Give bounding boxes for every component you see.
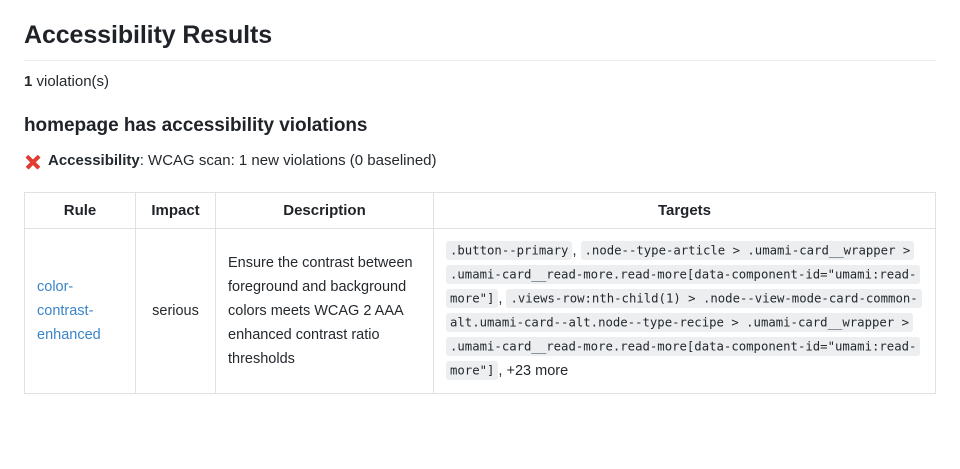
rule-link[interactable]: color-contrast-enhanced — [37, 278, 101, 343]
status-label: Accessibility — [48, 152, 140, 170]
targets-overflow-count: +23 more — [506, 362, 569, 379]
target-selector: .button--primary — [446, 241, 573, 261]
column-header-description: Description — [215, 191, 434, 229]
section-heading: homepage has accessibility violations — [24, 114, 368, 136]
target-separator: , — [572, 242, 577, 259]
cell-impact: serious — [135, 227, 216, 394]
violation-count: 1 — [24, 73, 33, 91]
red-cross-mark-icon — [24, 153, 41, 170]
status-text: : WCAG scan: 1 new violations (0 baselin… — [139, 152, 437, 170]
accessibility-results-page: Accessibility Results 1 violation(s) hom… — [0, 0, 960, 394]
accessibility-results-table: Rule Impact Description Targets color-co… — [24, 191, 936, 394]
target-separator: , — [498, 362, 503, 379]
page-title: Accessibility Results — [24, 20, 936, 62]
cell-description: Ensure the contrast between foreground a… — [215, 227, 434, 394]
table-header-row: Rule Impact Description Targets — [24, 191, 936, 229]
column-header-rule: Rule — [24, 191, 136, 229]
violation-count-suffix: violation(s) — [32, 73, 110, 91]
target-separator: , — [498, 290, 503, 307]
column-header-targets: Targets — [433, 191, 936, 229]
cell-rule: color-contrast-enhanced — [24, 227, 136, 394]
status-line: Accessibility: WCAG scan: 1 new violatio… — [24, 150, 936, 173]
violation-count-line: 1 violation(s) — [24, 71, 936, 94]
cell-targets: .button--primary, .node--type-article > … — [433, 227, 936, 394]
column-header-impact: Impact — [135, 191, 216, 229]
table-row: color-contrast-enhanced serious Ensure t… — [24, 227, 936, 394]
